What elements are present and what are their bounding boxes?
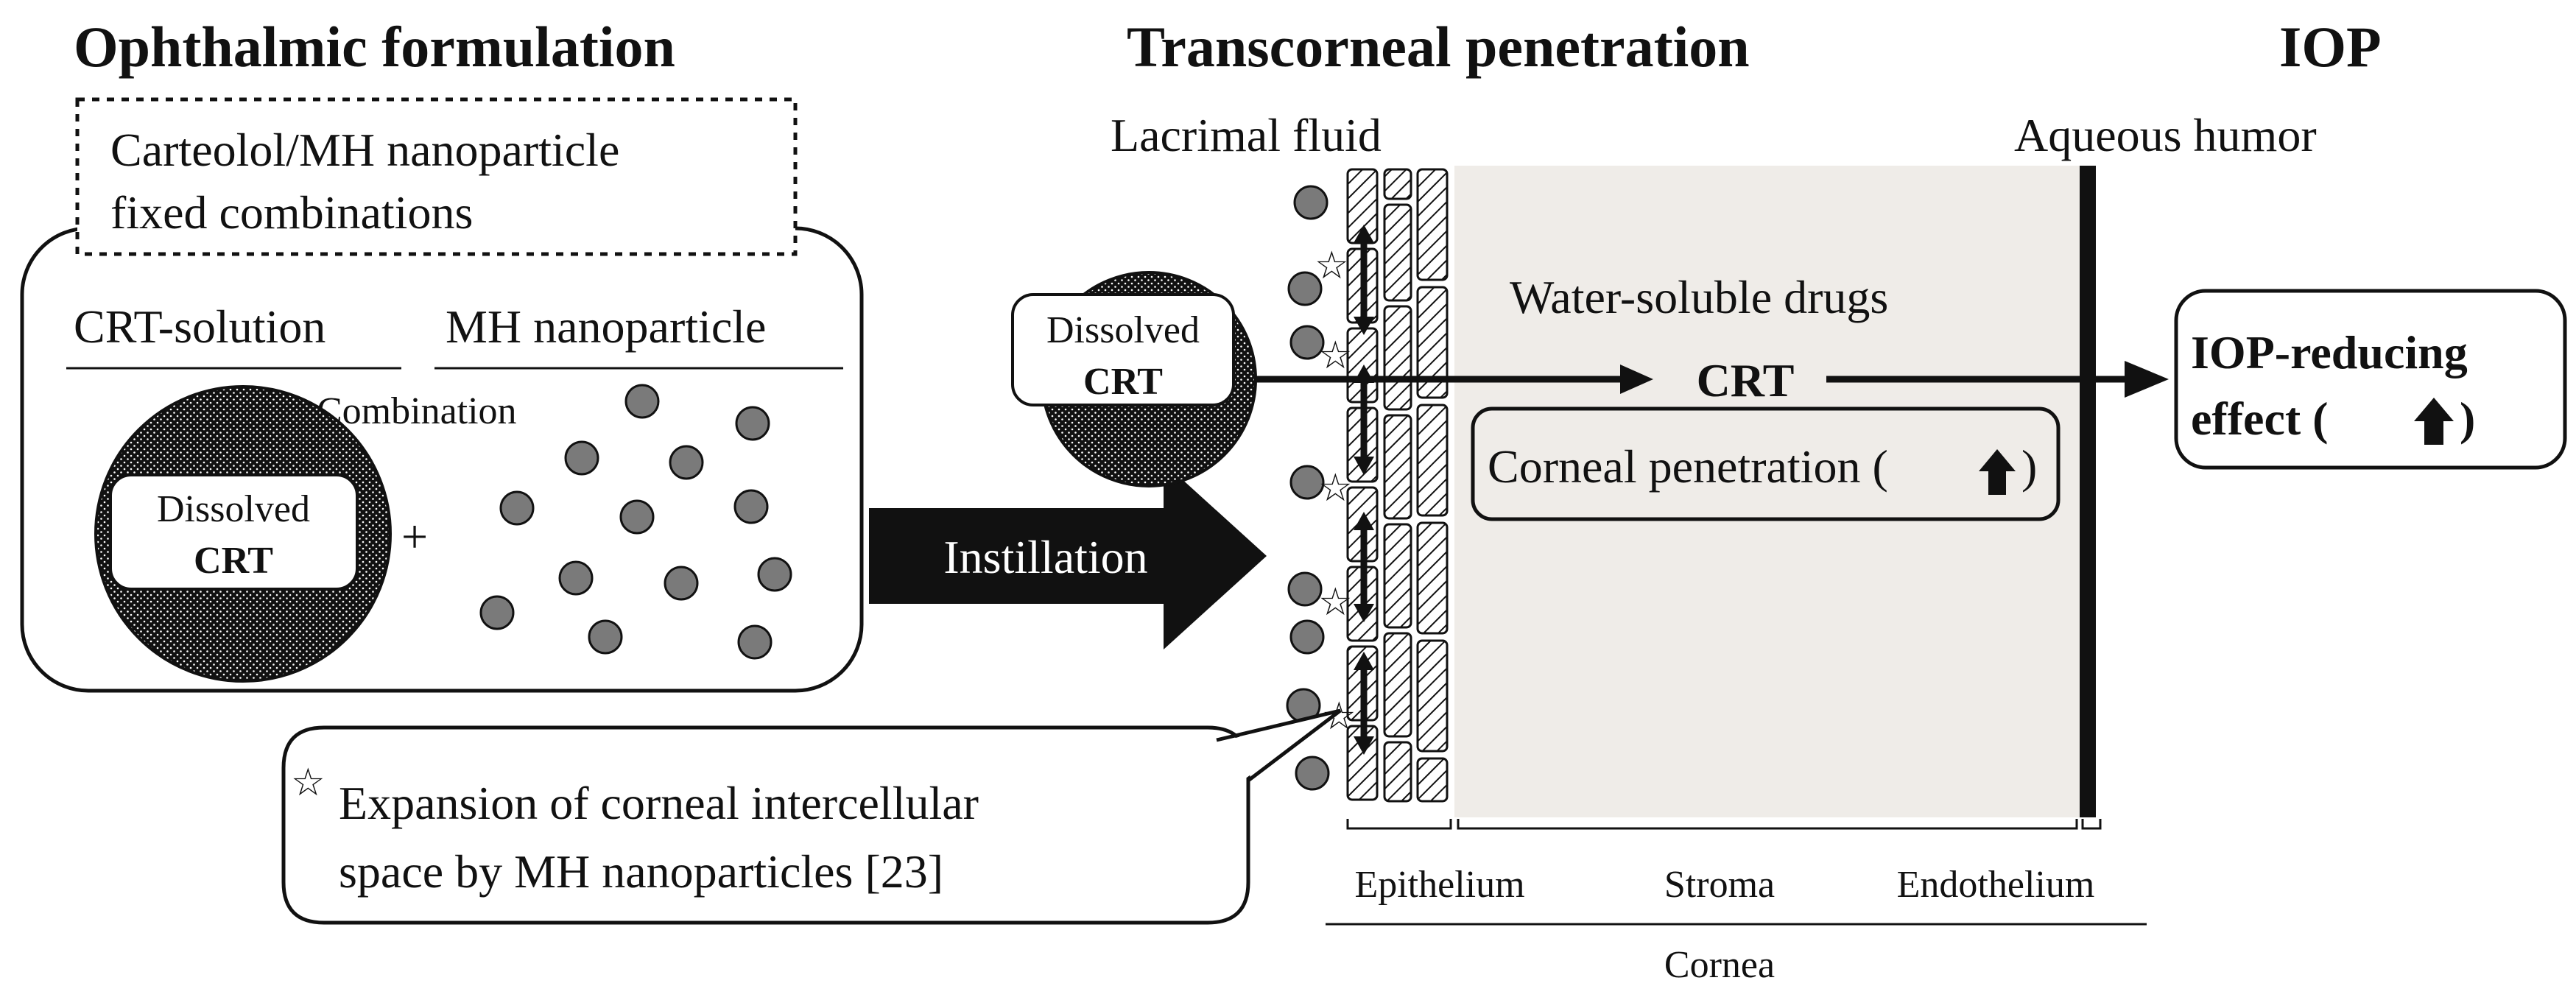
footnote-line1: Expansion of corneal intercellular xyxy=(339,777,979,829)
dissolved-small-label: Dissolved xyxy=(1046,309,1200,351)
intercellular-expansion-arrows xyxy=(1354,225,1374,755)
header-iop: IOP xyxy=(2279,15,2382,79)
star-icon: ☆ xyxy=(1318,335,1353,377)
corneal-penetration-close: ) xyxy=(2021,440,2037,493)
footnote-pointer xyxy=(1216,708,1342,782)
endothelium-label: Endothelium xyxy=(1897,864,2095,906)
footnote-star-icon: ☆ xyxy=(291,762,325,804)
nanoparticle xyxy=(588,619,623,655)
formulation-title-box xyxy=(75,97,798,256)
up-arrow-icon xyxy=(2414,398,2454,445)
star-icon: ☆ xyxy=(1318,582,1353,624)
star-icon: ☆ xyxy=(1318,468,1353,510)
cornea-label: Cornea xyxy=(1664,944,1775,986)
iop-effect-close: ) xyxy=(2460,392,2475,445)
combination-label: Combination xyxy=(317,390,517,432)
dissolved-crt-small-box xyxy=(1011,293,1235,406)
instillation-arrow-shape xyxy=(869,462,1267,649)
footnote-line2: space by MH nanoparticles [23] xyxy=(339,845,943,898)
star-markers: ☆ ☆ ☆ ☆ ☆ xyxy=(1315,245,1356,738)
up-arrow-icon xyxy=(1979,449,2016,495)
aqueous-humor-label: Aqueous humor xyxy=(2014,109,2317,161)
nanoparticle xyxy=(757,557,792,592)
iop-effect-rect xyxy=(2174,289,2567,470)
footnote-pointer-fill xyxy=(1219,711,1340,779)
mh-nanoparticle-label: MH nanoparticle xyxy=(446,300,766,353)
nanoparticle xyxy=(733,489,769,524)
nanoparticle xyxy=(479,595,515,630)
crt-arrow-head-right xyxy=(2125,361,2169,398)
iop-effect-line2: effect ( xyxy=(2191,392,2328,445)
crt-label: CRT xyxy=(194,540,273,582)
dissolved-label: Dissolved xyxy=(157,488,310,530)
nanoparticle xyxy=(624,384,660,419)
nanoparticle xyxy=(558,560,594,596)
formulation-title-line2: fixed combinations xyxy=(110,186,473,239)
cornea-layer-labels: Epithelium Stroma Endothelium Cornea xyxy=(1326,819,2147,986)
dissolved-crt-inner-box xyxy=(109,473,359,591)
corneal-penetration-box: Corneal penetration ( ) xyxy=(1471,406,2061,521)
endothelium-bracket xyxy=(2081,819,2102,830)
formulation-title-line1: Carteolol/MH nanoparticle xyxy=(110,124,619,176)
mh-nanoparticles xyxy=(479,384,792,660)
formulation-panel: Carteolol/MH nanoparticle fixed combinat… xyxy=(20,97,864,693)
nanoparticle xyxy=(664,566,699,601)
crt-arrow-head-left xyxy=(1620,365,1653,394)
iop-effect-box: IOP-reducing effect ( ) xyxy=(2174,289,2567,470)
nanoparticle xyxy=(737,624,773,660)
star-icon: ☆ xyxy=(1315,245,1349,287)
lacrimal-nanoparticles xyxy=(1286,185,1330,791)
crt-arrow-label: CRT xyxy=(1697,354,1795,406)
nanoparticle xyxy=(669,445,704,480)
instillation-arrow: Instillation xyxy=(869,462,1267,649)
corneal-penetration-rect xyxy=(1471,406,2061,521)
footnote-callout: ☆ Expansion of corneal intercellular spa… xyxy=(281,708,1342,925)
nanoparticle xyxy=(499,490,535,526)
stroma-bracket xyxy=(1457,819,2078,830)
stroma-label: Stroma xyxy=(1664,864,1775,906)
instillation-label: Instillation xyxy=(943,531,1147,583)
crt-small-label: CRT xyxy=(1083,361,1163,403)
dissolved-crt-small: Dissolved CRT xyxy=(1011,271,1257,487)
epithelium-label: Epithelium xyxy=(1354,864,1524,906)
crt-solution-label: CRT-solution xyxy=(74,300,325,353)
header-transcorneal-penetration: Transcorneal penetration xyxy=(1127,15,1750,79)
water-soluble-label: Water-soluble drugs xyxy=(1510,271,1888,323)
header-ophthalmic-formulation: Ophthalmic formulation xyxy=(74,15,675,79)
epithelium-bracket xyxy=(1346,819,1452,830)
nanoparticle xyxy=(619,499,655,535)
nanoparticle xyxy=(564,440,599,476)
corneal-penetration-label: Corneal penetration ( xyxy=(1488,440,1888,493)
nanoparticle xyxy=(735,406,770,441)
plus-sign: + xyxy=(401,510,428,563)
lacrimal-fluid-label: Lacrimal fluid xyxy=(1111,109,1382,161)
iop-effect-line1: IOP-reducing xyxy=(2191,326,2468,378)
